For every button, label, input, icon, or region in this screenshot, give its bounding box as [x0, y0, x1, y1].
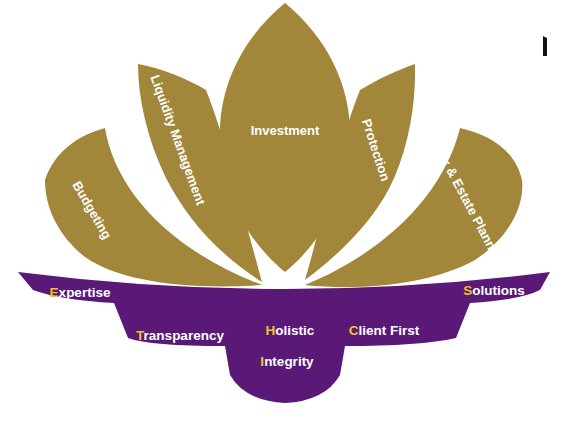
petal-label: Investment [251, 124, 320, 137]
corner-mark [543, 36, 547, 56]
value-label: Holistic [266, 324, 315, 338]
petal-shape [305, 128, 522, 287]
values-base: ExpertiseTransparency HolisticIntegrity Cl… [14, 268, 554, 406]
value-label: Expertise [50, 286, 111, 300]
value-label: Integrity [260, 355, 313, 369]
node-outline [300, 124, 528, 292]
base-petals [18, 272, 550, 403]
value-label: Transparency [136, 329, 224, 343]
value-label: Solutions [463, 284, 525, 298]
value-label: Client First [349, 324, 420, 338]
service-petal: Tax & Estate Planning [300, 124, 528, 292]
